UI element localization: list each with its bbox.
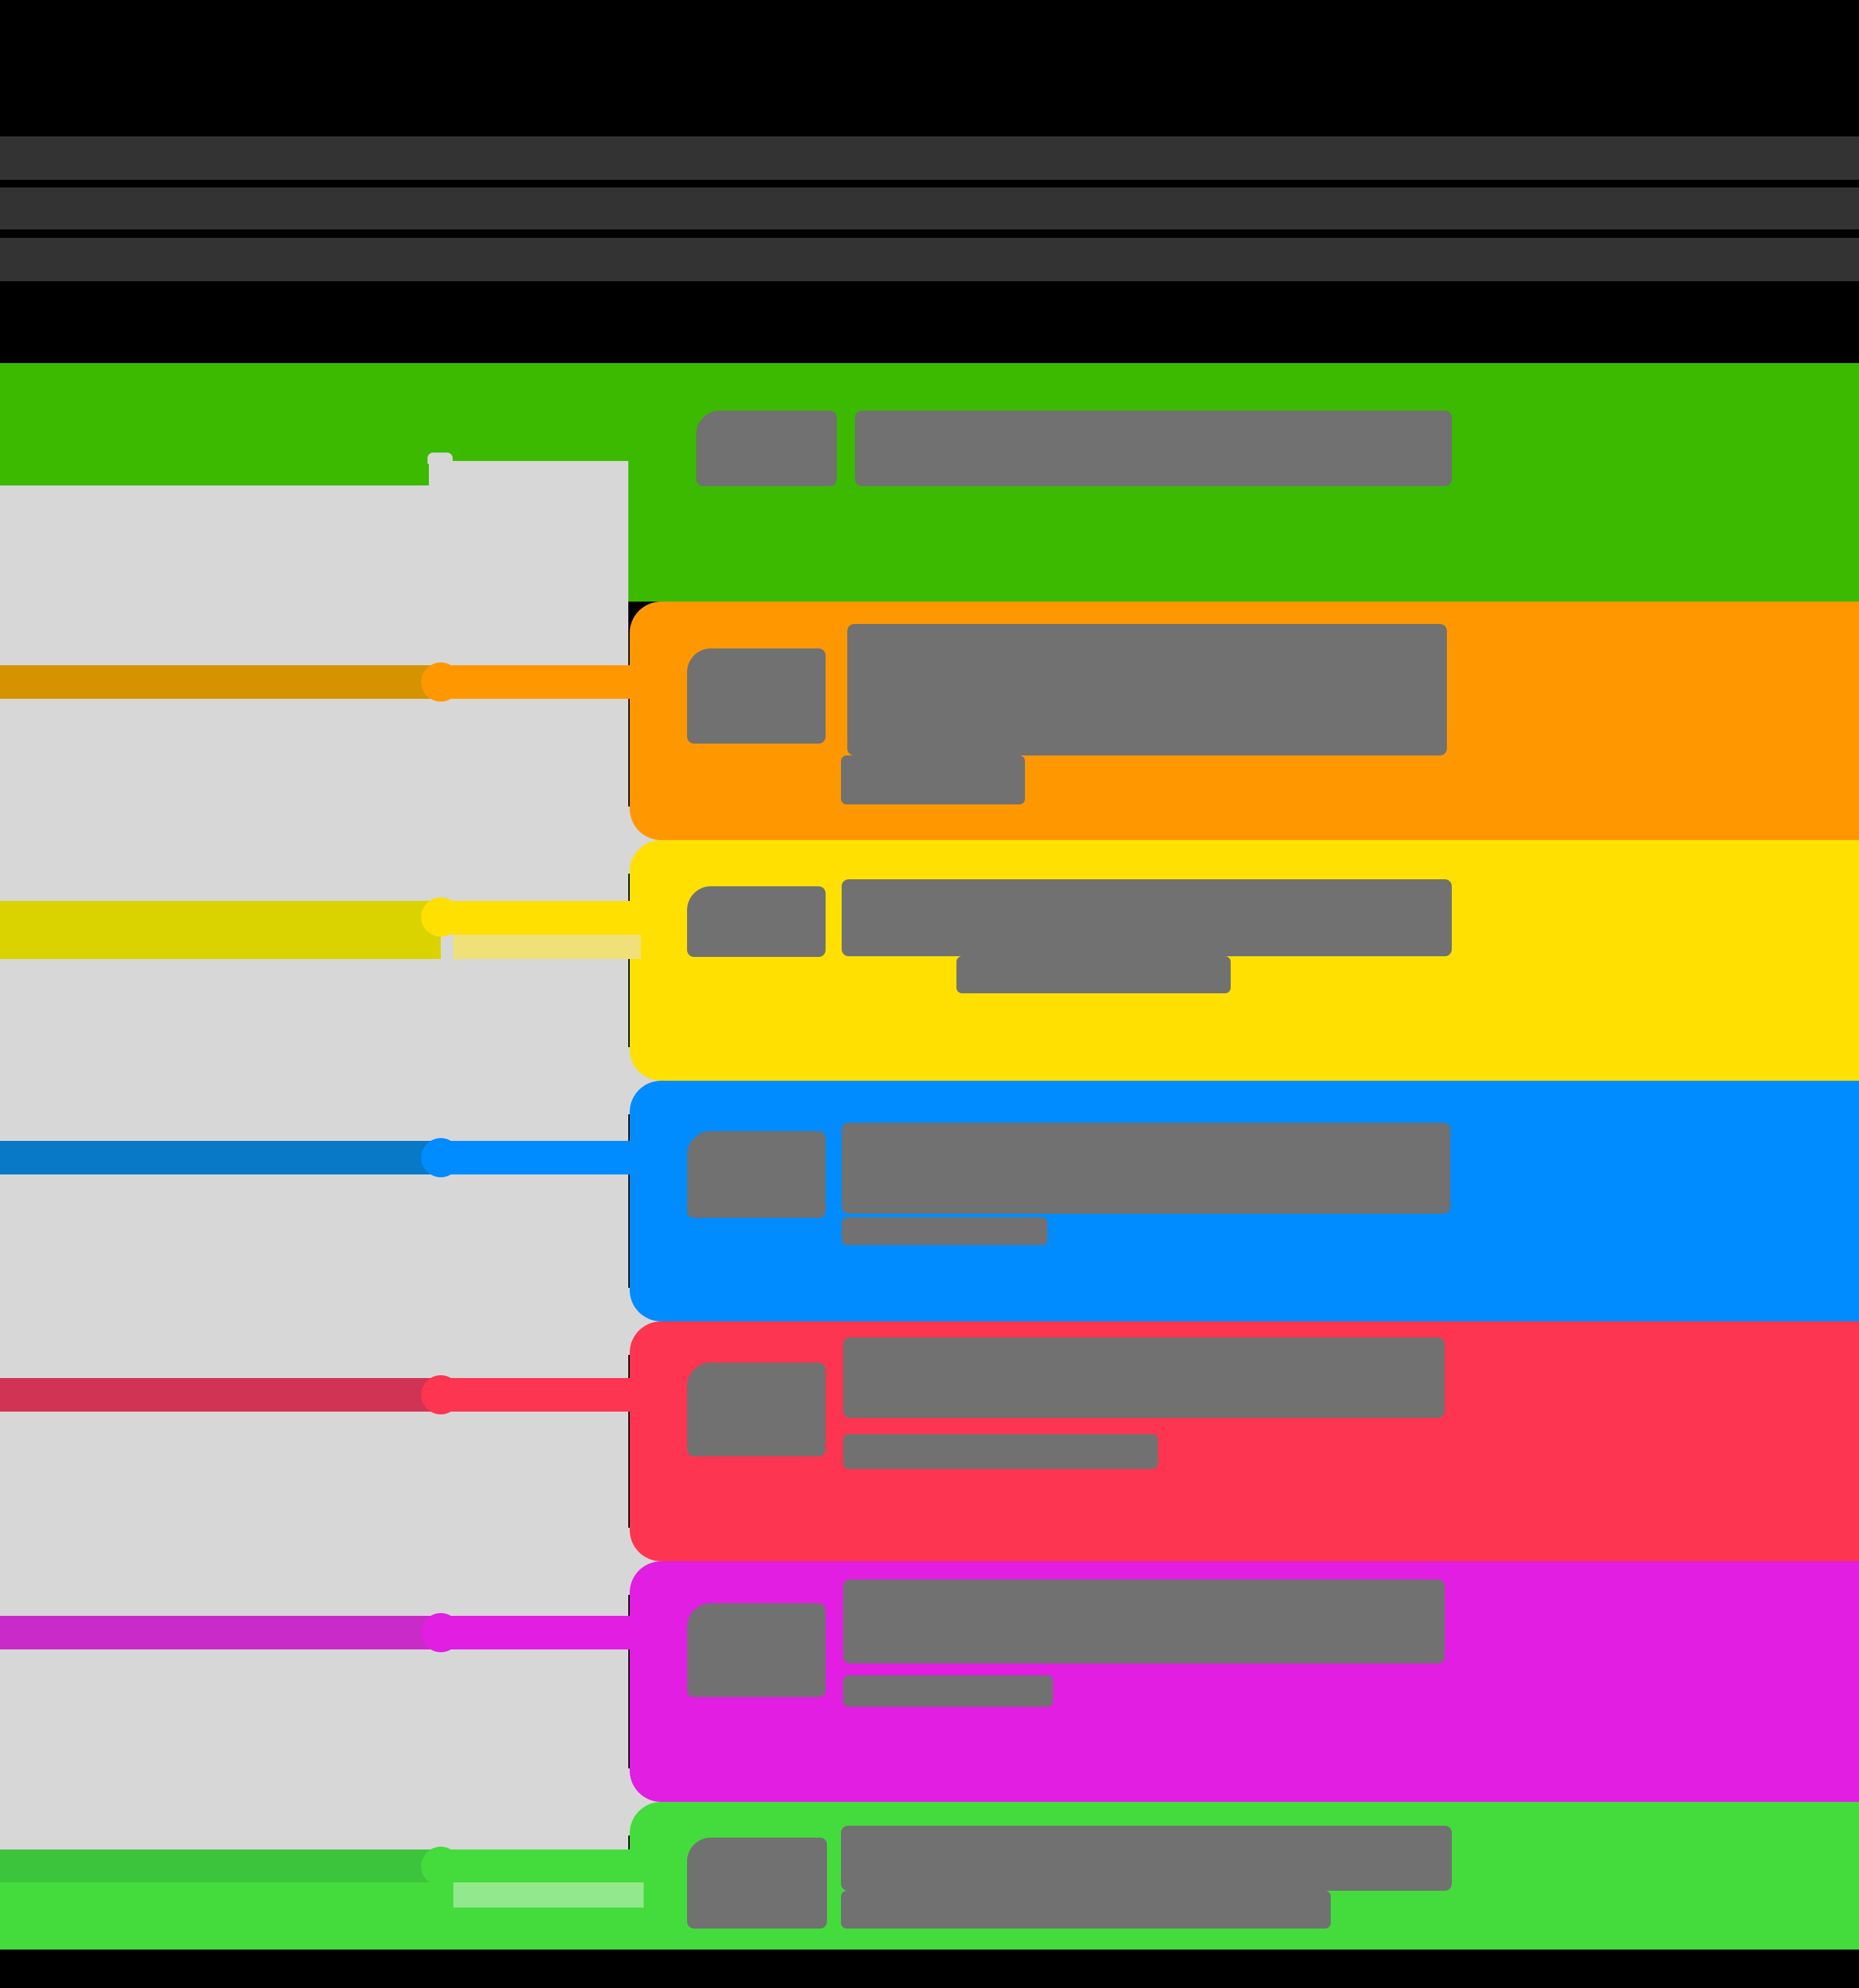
- timeline-connector-line-magenta: [441, 1616, 630, 1649]
- timeline-connector-line-muted-yellow: [0, 901, 441, 959]
- card-subtitle-blob-blue: [842, 1217, 1047, 1245]
- timeline-connector-line-red: [441, 1378, 630, 1412]
- card-title-blob-orange: [847, 624, 1447, 755]
- card-icon-blob-magenta: [687, 1603, 826, 1697]
- timeline-node-dot-red: [421, 1375, 460, 1414]
- timeline-connector-line-blue: [441, 1141, 630, 1174]
- card-icon-blob-blue: [687, 1131, 826, 1218]
- card-icon-blob-green-bottom: [687, 1838, 827, 1929]
- card-icon-blob-green-top: [696, 411, 837, 486]
- timeline-node-dot-green-bottom: [421, 1847, 460, 1886]
- timeline-connector-line-orange: [441, 665, 630, 699]
- card-title-blob-green-bottom: [841, 1826, 1452, 1891]
- header-redacted-bar-3: [0, 238, 1859, 281]
- timeline-node-dot-orange: [421, 662, 460, 702]
- timeline-node-dot-yellow: [421, 897, 460, 937]
- timeline-connector-line-yellow: [441, 901, 630, 935]
- header-redacted-bar-2: [0, 187, 1859, 229]
- header-redacted-bar-1: [0, 136, 1859, 180]
- timeline-node-dot-blue: [421, 1138, 460, 1177]
- timeline-connector-line-green-bottom: [441, 1849, 630, 1882]
- timeline-connector-line-muted-red: [0, 1378, 441, 1412]
- card-subtitle-blob-yellow: [956, 956, 1231, 993]
- card-title-blob-green-top: [855, 411, 1452, 486]
- card-subtitle-blob-magenta: [843, 1675, 1053, 1707]
- card-title-blob-magenta: [843, 1579, 1445, 1663]
- card-icon-blob-red: [687, 1363, 826, 1456]
- timeline-column-top: [429, 461, 628, 489]
- timeline-column-nub: [427, 453, 453, 464]
- footer-strip: [0, 1950, 1859, 1988]
- band-yellow: [630, 840, 1859, 1081]
- timeline-connector-line-muted-blue: [0, 1141, 441, 1174]
- timeline-connector-line-muted-magenta: [0, 1616, 441, 1649]
- card-title-blob-blue: [842, 1123, 1450, 1214]
- card-title-blob-red: [843, 1337, 1445, 1418]
- card-subtitle-blob-red: [843, 1434, 1158, 1469]
- card-subtitle-blob-orange: [841, 755, 1025, 804]
- card-icon-blob-yellow: [687, 886, 826, 957]
- card-icon-blob-orange: [687, 648, 826, 744]
- timeline-connector-line-muted-orange: [0, 665, 441, 699]
- node-label-bar-green-bottom: [453, 1882, 644, 1908]
- card-title-blob-yellow: [842, 879, 1452, 956]
- card-subtitle-blob-green-bottom: [841, 1891, 1331, 1929]
- node-label-bar-yellow: [453, 935, 641, 959]
- timeline-connector-line-muted-green-bottom: [0, 1849, 441, 1882]
- timeline-node-dot-magenta: [421, 1613, 460, 1652]
